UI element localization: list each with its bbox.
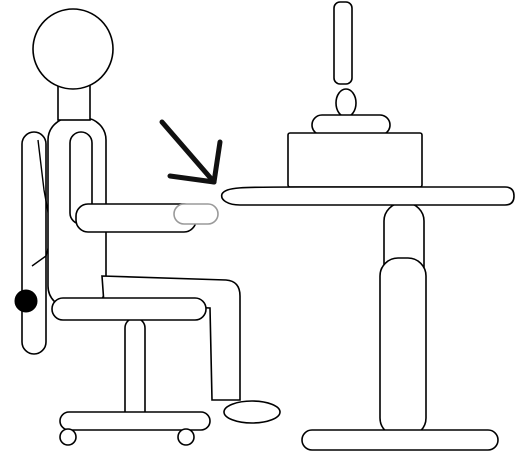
lamp-cap: [312, 115, 390, 135]
person-head: [33, 9, 113, 89]
seated-person: [33, 9, 280, 423]
lamp-bulb: [336, 89, 356, 117]
lamp-pole: [334, 2, 352, 84]
person-foot: [224, 401, 280, 423]
chair-wheel-left: [60, 429, 76, 445]
lamp-shade: [288, 133, 422, 187]
ceiling-lamp: [288, 2, 422, 187]
desk-top: [222, 187, 514, 205]
chair-knob: [15, 290, 37, 312]
person-leg: [102, 276, 240, 400]
chair-post: [125, 318, 145, 422]
pointer-arrow-icon: [162, 122, 220, 182]
chair-seat: [52, 298, 206, 320]
chair-wheel-right: [178, 429, 194, 445]
chair-back: [22, 132, 46, 354]
person-wrist-highlight: [174, 204, 218, 224]
desk-foot: [302, 430, 498, 450]
chair-base: [60, 412, 210, 430]
desk-leg-lower: [380, 258, 426, 436]
